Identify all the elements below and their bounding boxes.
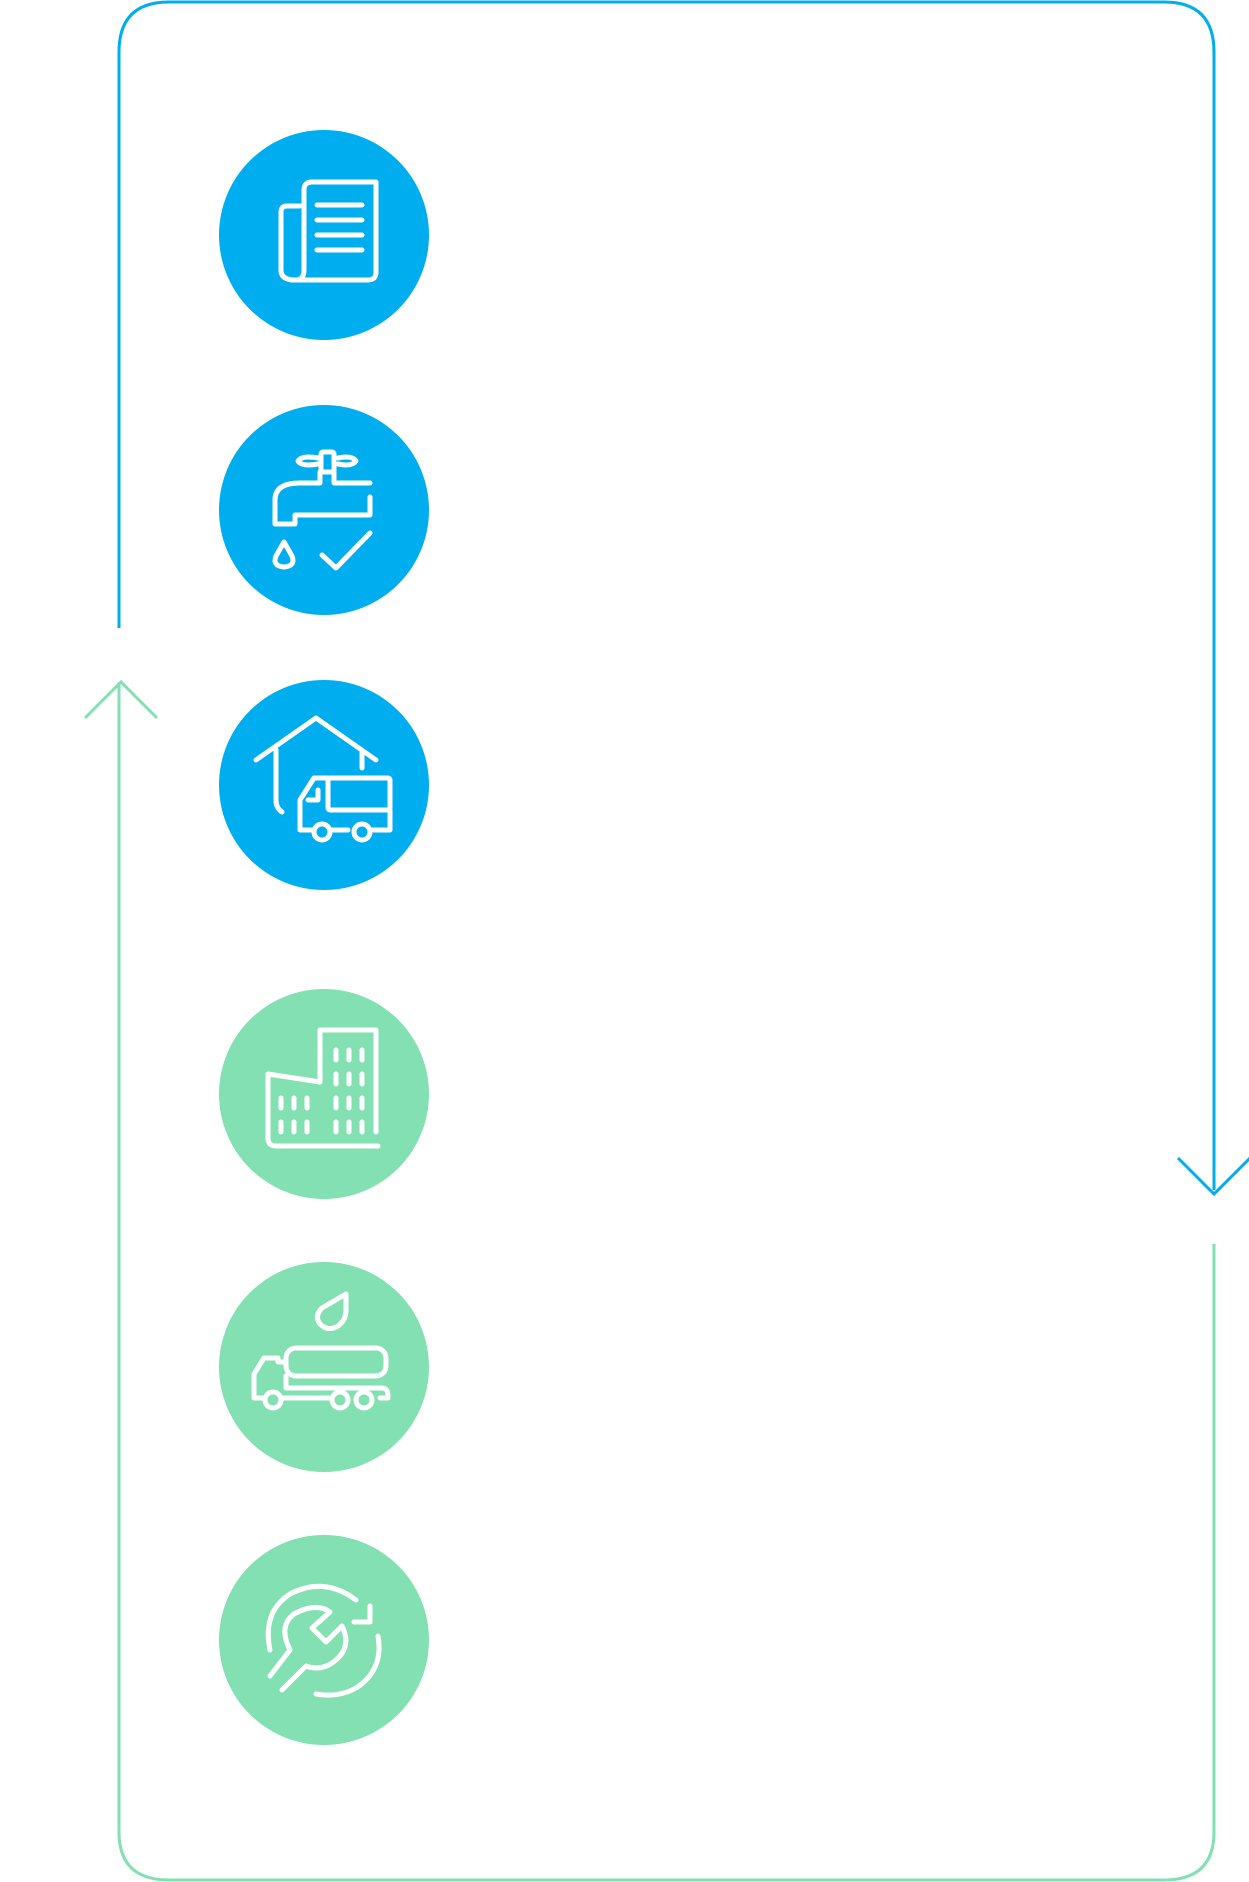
step-5: [219, 1262, 429, 1472]
step-4-circle: [219, 989, 429, 1199]
step-3: [219, 680, 429, 890]
step-4: [219, 989, 429, 1199]
water-tap-check-icon: [272, 449, 373, 571]
arrow-down-right: [1176, 1156, 1249, 1197]
flow-line-green: [117, 682, 1216, 1882]
step-5-circle: [219, 1262, 429, 1472]
flow-line-blue: [117, 0, 1216, 1190]
arrow-up-left: [83, 679, 159, 720]
tanker-truck-icon: [251, 1291, 391, 1411]
step-6: [219, 1535, 429, 1745]
step-2-circle: [219, 405, 429, 615]
step-3-circle: [219, 680, 429, 890]
document-icon: [278, 179, 379, 283]
building-icon: [265, 1027, 381, 1149]
wrench-cycle-icon: [265, 1583, 382, 1698]
step-1: [219, 130, 429, 340]
step-2: [219, 405, 429, 615]
house-truck-icon: [253, 715, 393, 843]
